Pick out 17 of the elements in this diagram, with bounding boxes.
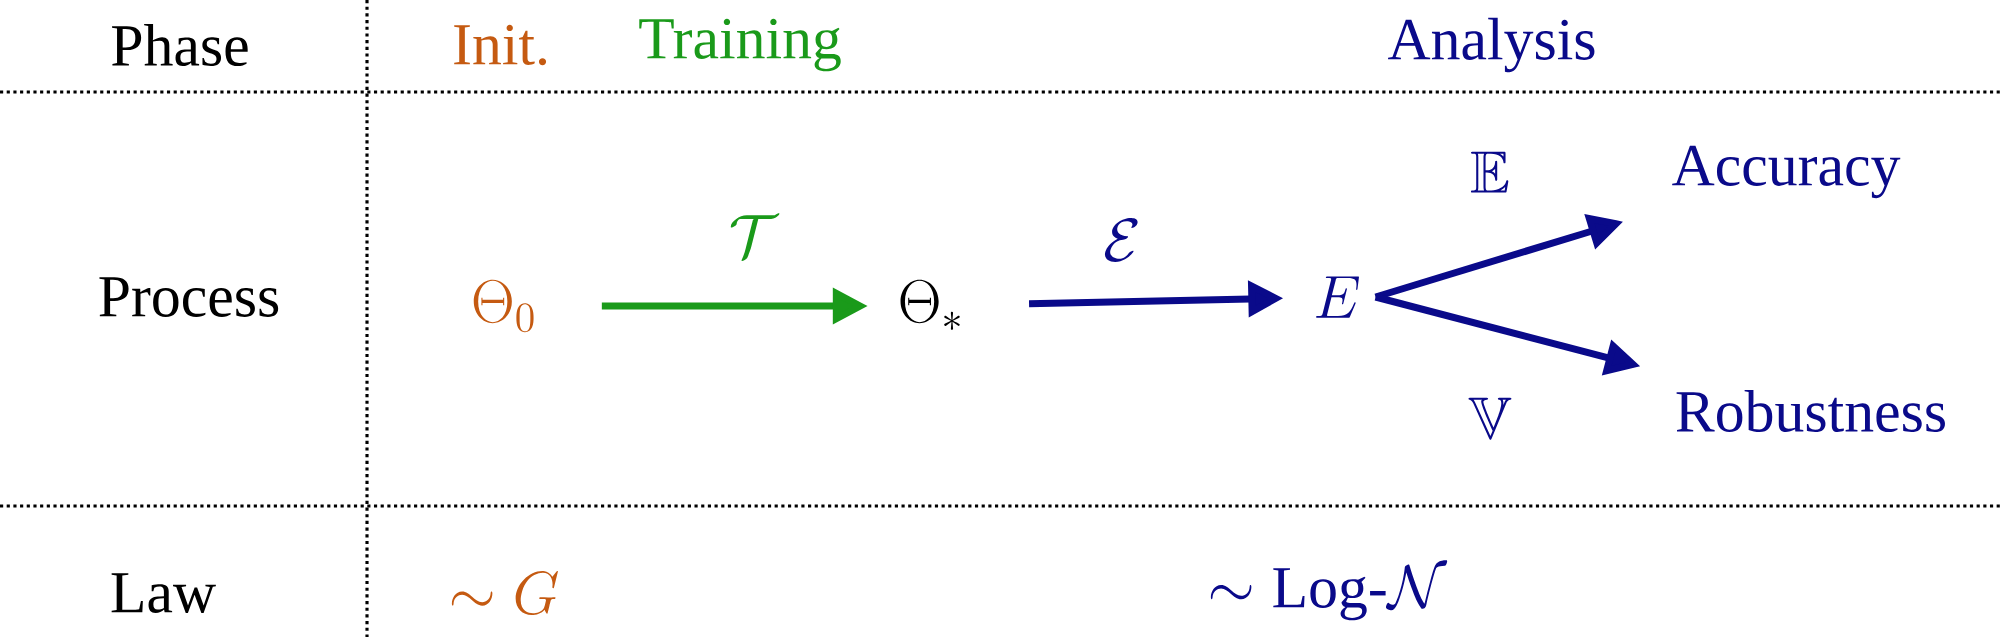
edge-label: $\mathcal{T}$ (730, 213, 780, 261)
math-symbol: $\Theta_0$ (473, 279, 534, 333)
edge-label: $\mathbb{V}$ (1468, 397, 1512, 440)
phase-label: Analysis (1388, 17, 1595, 73)
row-label: Phase (112, 24, 248, 67)
phase-label: Init. (454, 24, 547, 66)
law-formula: $\sim \mathrm{Log}\text{-}\mathcal{N}$ (1210, 560, 1448, 621)
row-label: Law (111, 573, 216, 613)
edge-label: $\mathbb{E}$ (1470, 151, 1509, 193)
row-label: Process (99, 277, 279, 317)
law-formula: $\sim G$ (451, 571, 558, 615)
edge-label: $\mathcal{E}$ (1105, 217, 1138, 263)
output-label: Robustness (1676, 390, 1945, 433)
phase-label: Training (639, 18, 841, 72)
output-label: Accuracy (1672, 145, 1901, 199)
math-symbol: $E$ (1316, 276, 1359, 318)
math-symbol: $\Theta_*$ (900, 279, 960, 330)
